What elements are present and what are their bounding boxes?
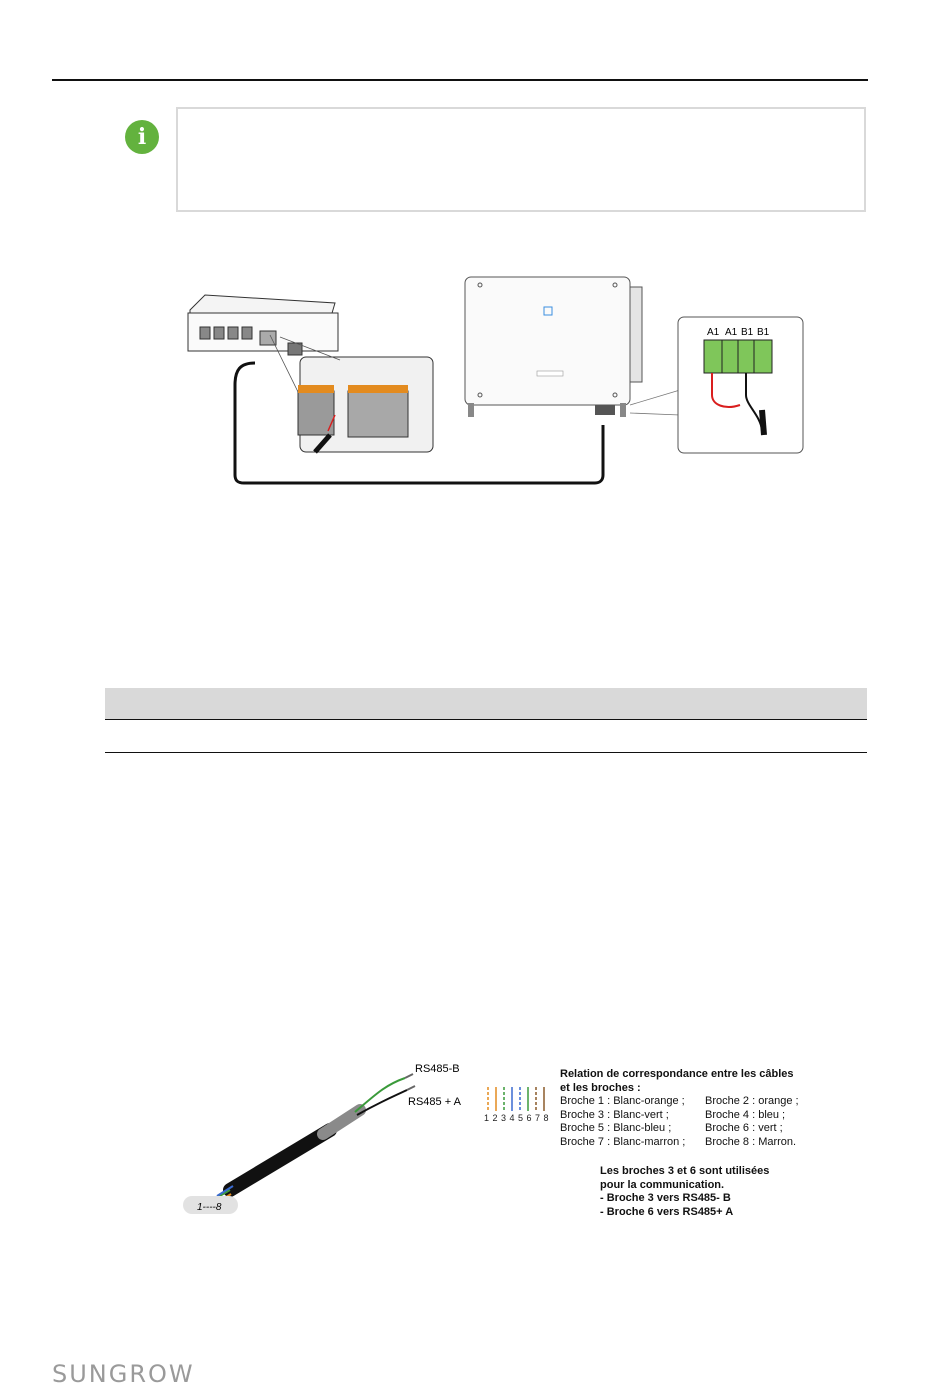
mapping-cell: Broche 4 : bleu ; <box>705 1108 786 1121</box>
mapping-row: Broche 3 : Blanc-vert ; Broche 4 : bleu … <box>560 1109 820 1123</box>
rs485-a-label: RS485 + A <box>408 1096 462 1108</box>
table-header <box>105 688 867 720</box>
mapping-cell: Broche 5 : Blanc-bleu ; <box>560 1122 672 1134</box>
mapping-cell: Broche 2 : orange ; <box>705 1095 799 1107</box>
mapping-row: Broche 5 : Blanc-bleu ; Broche 6 : vert … <box>560 1122 820 1136</box>
info-icon: i <box>125 120 159 154</box>
comm-line: pour la communication. <box>600 1178 725 1191</box>
comm-line: Les broches 3 et 6 sont utilisées <box>600 1165 770 1177</box>
rs485-b-label: RS485-B <box>415 1063 460 1075</box>
pin-mapping: Relation de correspondance entre les câb… <box>560 1068 820 1149</box>
communication-note: Les broches 3 et 6 sont utilisées pour l… <box>600 1165 820 1219</box>
zoom-detail <box>269 334 434 454</box>
terminal-detail: A1 A1 B1 B1 <box>677 316 804 454</box>
mapping-cell: Broche 8 : Marron. <box>705 1135 797 1148</box>
top-rule <box>52 79 868 81</box>
mapping-cell: Broche 1 : Blanc-orange ; <box>560 1095 685 1107</box>
terminal-label: A1 <box>707 327 720 338</box>
terminal-label: B1 <box>757 327 770 338</box>
note-box <box>176 107 866 212</box>
pin-color-legend <box>487 1087 545 1111</box>
mapping-title-cont: et les broches : <box>560 1081 641 1094</box>
terminal-label: B1 <box>741 327 754 338</box>
comm-line: - Broche 6 vers RS485+ A <box>600 1205 734 1218</box>
cable-diagram: 1----8 RS485-B RS485 + A <box>183 1063 462 1214</box>
meter-device <box>187 294 339 356</box>
mapping-cell: Broche 6 : vert ; <box>705 1122 783 1134</box>
pin-tag-label: 1----8 <box>197 1202 222 1213</box>
mapping-row: Broche 1 : Blanc-orange ; Broche 2 : ora… <box>560 1095 820 1109</box>
inverter <box>464 276 681 417</box>
mapping-title: Relation de correspondance entre les câb… <box>560 1068 794 1080</box>
sungrow-logo: SUNGROW <box>52 1360 195 1388</box>
pin-tag <box>183 1196 238 1214</box>
mapping-cell: Broche 7 : Blanc-marron ; <box>560 1135 686 1148</box>
terminal-label: A1 <box>725 327 738 338</box>
wiring-diagram: A1 A1 B1 B1 <box>187 276 804 485</box>
mapping-cell: Broche 3 : Blanc-vert ; <box>560 1108 669 1121</box>
table-row <box>105 720 867 753</box>
pin-numbers: 1 2 3 4 5 6 7 8 <box>484 1113 550 1123</box>
mapping-row: Broche 7 : Blanc-marron ; Broche 8 : Mar… <box>560 1136 820 1150</box>
rs485-cable <box>212 1073 416 1205</box>
comm-line: - Broche 3 vers RS485- B <box>600 1192 731 1204</box>
